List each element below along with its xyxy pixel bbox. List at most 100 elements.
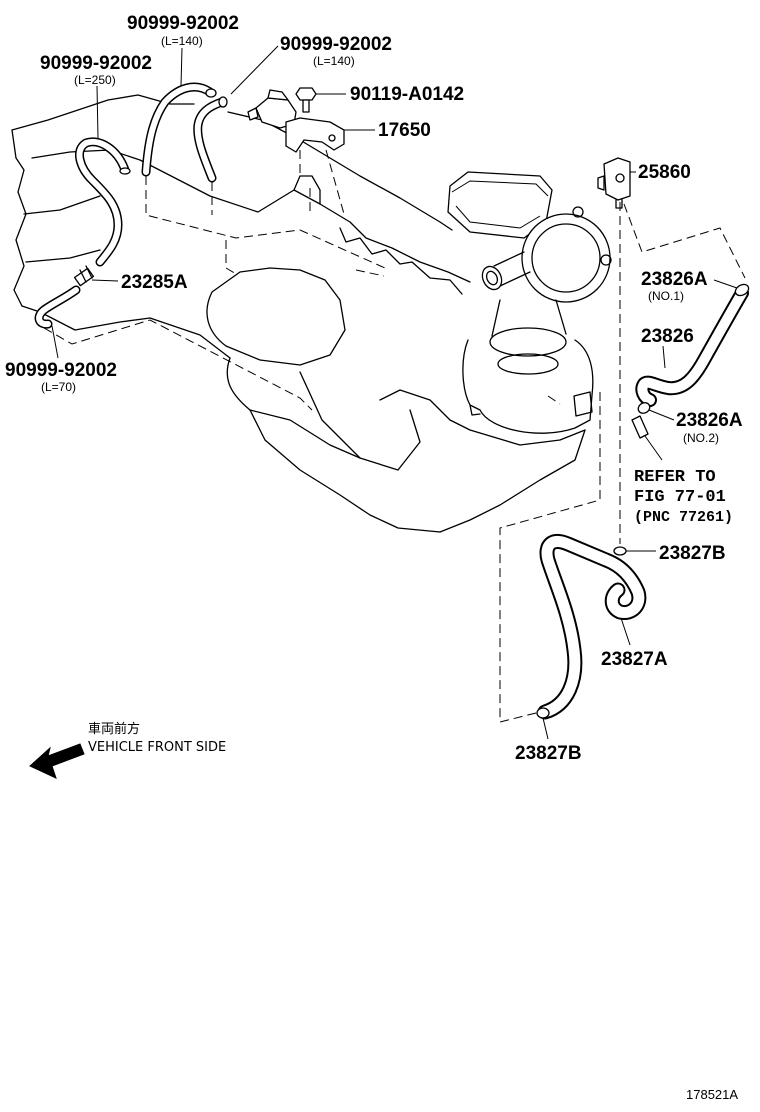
front-direction-arrow-icon: [29, 743, 85, 779]
phantom-lower-left: [43, 319, 313, 411]
figure-code: 178521A: [686, 1087, 738, 1102]
callouts: 90999-92002 (L=140) 90999-92002 (L=140) …: [5, 13, 743, 764]
callout-clamp-no2-note: (NO.2): [683, 431, 719, 445]
callout-clamp-lower-part: 23827B: [515, 743, 582, 764]
leader-fitting: [91, 279, 119, 282]
callout-valve-part: 25860: [638, 162, 691, 183]
callout-vsv-part: 17650: [378, 120, 431, 141]
turbo-housing-ring: [497, 353, 559, 375]
throttle-flange-bolt-2: [600, 254, 612, 266]
engine-outline: [11, 94, 586, 533]
callout-hose-upper-center-part: 90999-92002: [127, 13, 239, 34]
vsv-cap: [267, 89, 289, 101]
reference-line-1: REFER TO: [634, 468, 716, 487]
hose-lower-left: [34, 285, 81, 329]
intake-assembly: [447, 171, 612, 434]
callout-hose-upper-left-part: 90999-92002: [40, 53, 152, 74]
throttle-side-pipe: [493, 251, 531, 287]
hose-end-caps: [119, 88, 228, 175]
throttle-side-pipe-end: [481, 265, 503, 291]
leader-hose-lower: [620, 617, 631, 646]
bolt-shank: [302, 99, 310, 113]
callout-hose-upper-left-length: (L=250): [74, 73, 116, 87]
leader-hose-upper-right: [230, 45, 279, 95]
leader-lines: [51, 45, 738, 740]
hose-end-ring: [119, 167, 131, 175]
phantom-hose-center: [145, 176, 386, 269]
callout-clamp-upper-part: 23827B: [659, 543, 726, 564]
turbo-inlet-ring: [489, 327, 567, 357]
air-box-lower-rib: [455, 205, 541, 229]
bolt-head: [295, 87, 317, 101]
clamp-23826a-no2: [637, 402, 651, 414]
valve-25860: [597, 157, 631, 209]
callout-clamp-no1-note: (NO.1): [648, 289, 684, 303]
block-inner-line: [299, 371, 421, 471]
callout-bolt-part: 90119-A0142: [350, 84, 464, 105]
air-box-rib: [451, 180, 549, 197]
leader-clamp-no2: [648, 409, 675, 421]
turbo-outlet: [573, 391, 593, 417]
vsv-bracket-hole: [328, 134, 336, 142]
engine-block-front: [226, 357, 441, 533]
callout-hose-upper-right-length: (L=140): [313, 54, 355, 68]
head-cover-fins: [339, 227, 463, 295]
fitting-ribs: [79, 265, 93, 283]
hose-lower-23827a: [537, 533, 647, 720]
turbo-housing: [462, 339, 594, 434]
callout-hose-upper-right-part: 90999-92002: [280, 34, 392, 55]
phantom-port: [225, 240, 239, 276]
reference-line-2: FIG 77-01: [634, 488, 726, 507]
direction-label-en: VEHICLE FRONT SIDE: [88, 740, 226, 755]
clamps: [536, 283, 750, 719]
callout-hose-upper-center-length: (L=140): [161, 34, 203, 48]
leader-clamp-no1: [713, 279, 738, 289]
callout-hose-lower-left-part: 90999-92002: [5, 360, 117, 381]
bolt-90119-a0142: [295, 87, 317, 113]
direction-label-jp: 車両前方: [88, 721, 140, 737]
valve-body: [603, 157, 631, 201]
leader-clamp-lower: [542, 717, 549, 740]
check-pipe: [631, 415, 649, 439]
leader-hose-upper-center: [180, 47, 183, 87]
engine-left-edge: [11, 129, 27, 307]
throttle-body-outer: [521, 213, 611, 303]
head-bracket: [293, 175, 321, 205]
throttle-flange-bolt: [572, 206, 584, 218]
phantom-lines: [43, 149, 746, 723]
hose-upper-left: [74, 137, 130, 267]
phantom-vsv: [299, 149, 345, 215]
leader-hose-upper-left: [96, 85, 99, 139]
hose-end-ring: [218, 96, 228, 108]
left-housing-line: [23, 195, 101, 263]
clamp-23827b-lower: [536, 707, 550, 719]
clamp-23827b-upper: [613, 546, 627, 556]
callout-clamp-no1-part: 23826A: [641, 269, 708, 290]
throttle-body-inner: [531, 223, 601, 293]
vsv-17650: [247, 89, 345, 153]
fitting-23285a: [73, 265, 95, 287]
vsv-bracket: [285, 117, 345, 153]
valve-side-port: [597, 175, 605, 191]
engine-top-edge: [11, 94, 195, 131]
callout-hose-lower-part: 23827A: [601, 649, 668, 670]
vsv-port: [247, 107, 259, 121]
phantom-valve-branch: [623, 203, 746, 279]
throttle-side-pipe-bore: [485, 270, 499, 286]
timing-cover: [206, 267, 346, 366]
block-lower-right: [379, 389, 586, 446]
clamp-23826a-no1: [734, 283, 750, 297]
hose-upper-right: [193, 97, 227, 183]
callout-hose-lower-left-length: (L=70): [41, 380, 76, 394]
turbo-stud: [469, 404, 481, 416]
hose-end-ring: [205, 88, 217, 98]
phantom-lower-hose-frame: [499, 392, 601, 723]
block-right-edge: [439, 429, 586, 533]
leader-hose-right: [662, 345, 666, 369]
vehicle-front-indicator: 車両前方 VEHICLE FRONT SIDE: [29, 721, 226, 779]
callout-hose-right-part: 23826: [641, 326, 694, 347]
valve-marking: [615, 173, 625, 183]
intake-elbow: [491, 299, 567, 337]
block-inner-line-2: [249, 409, 361, 459]
